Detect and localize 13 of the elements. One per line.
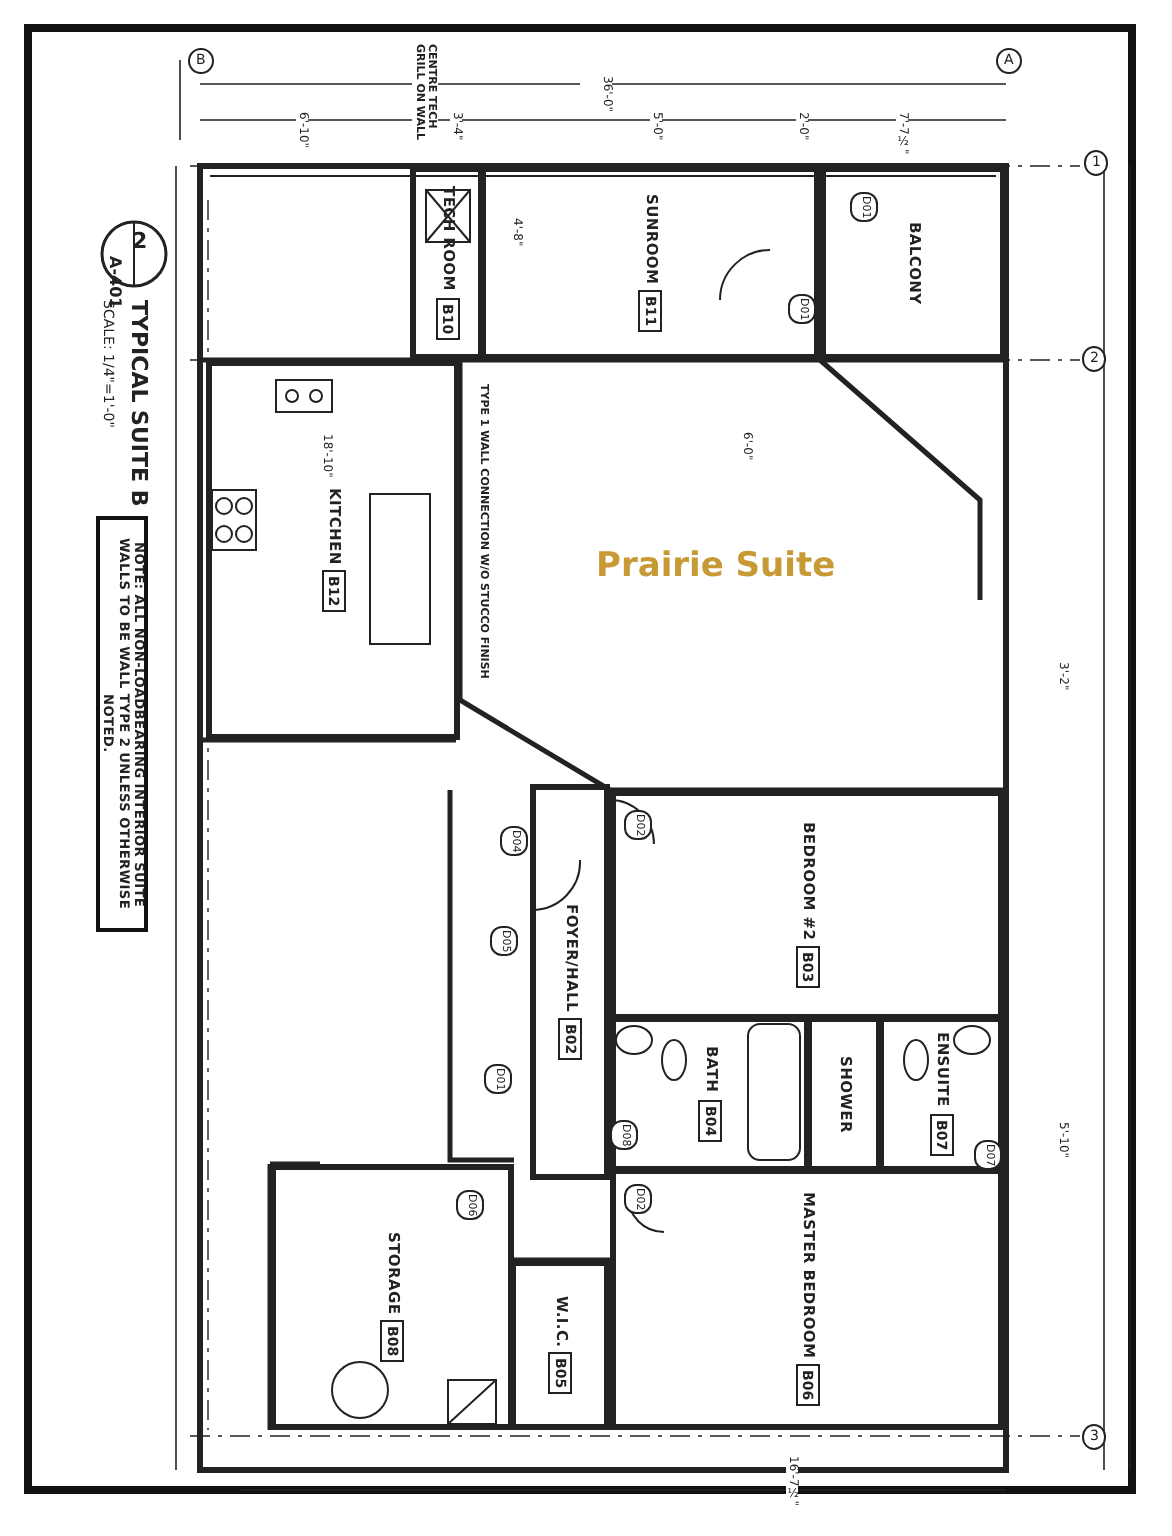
room-outline <box>270 1164 514 1430</box>
room-outline <box>610 790 1004 1020</box>
room-outline <box>510 1260 610 1430</box>
plan-text: TYPICAL SUITE B <box>128 300 150 507</box>
suite-name: Prairie Suite <box>596 550 836 584</box>
room-outline <box>206 360 460 740</box>
note-box <box>96 516 148 932</box>
room-outline <box>480 166 820 360</box>
room-outline <box>610 1168 1004 1430</box>
room-outline <box>530 784 610 1180</box>
room-outline <box>806 1016 882 1172</box>
room-outline <box>410 166 484 360</box>
room-outline <box>820 166 1006 360</box>
